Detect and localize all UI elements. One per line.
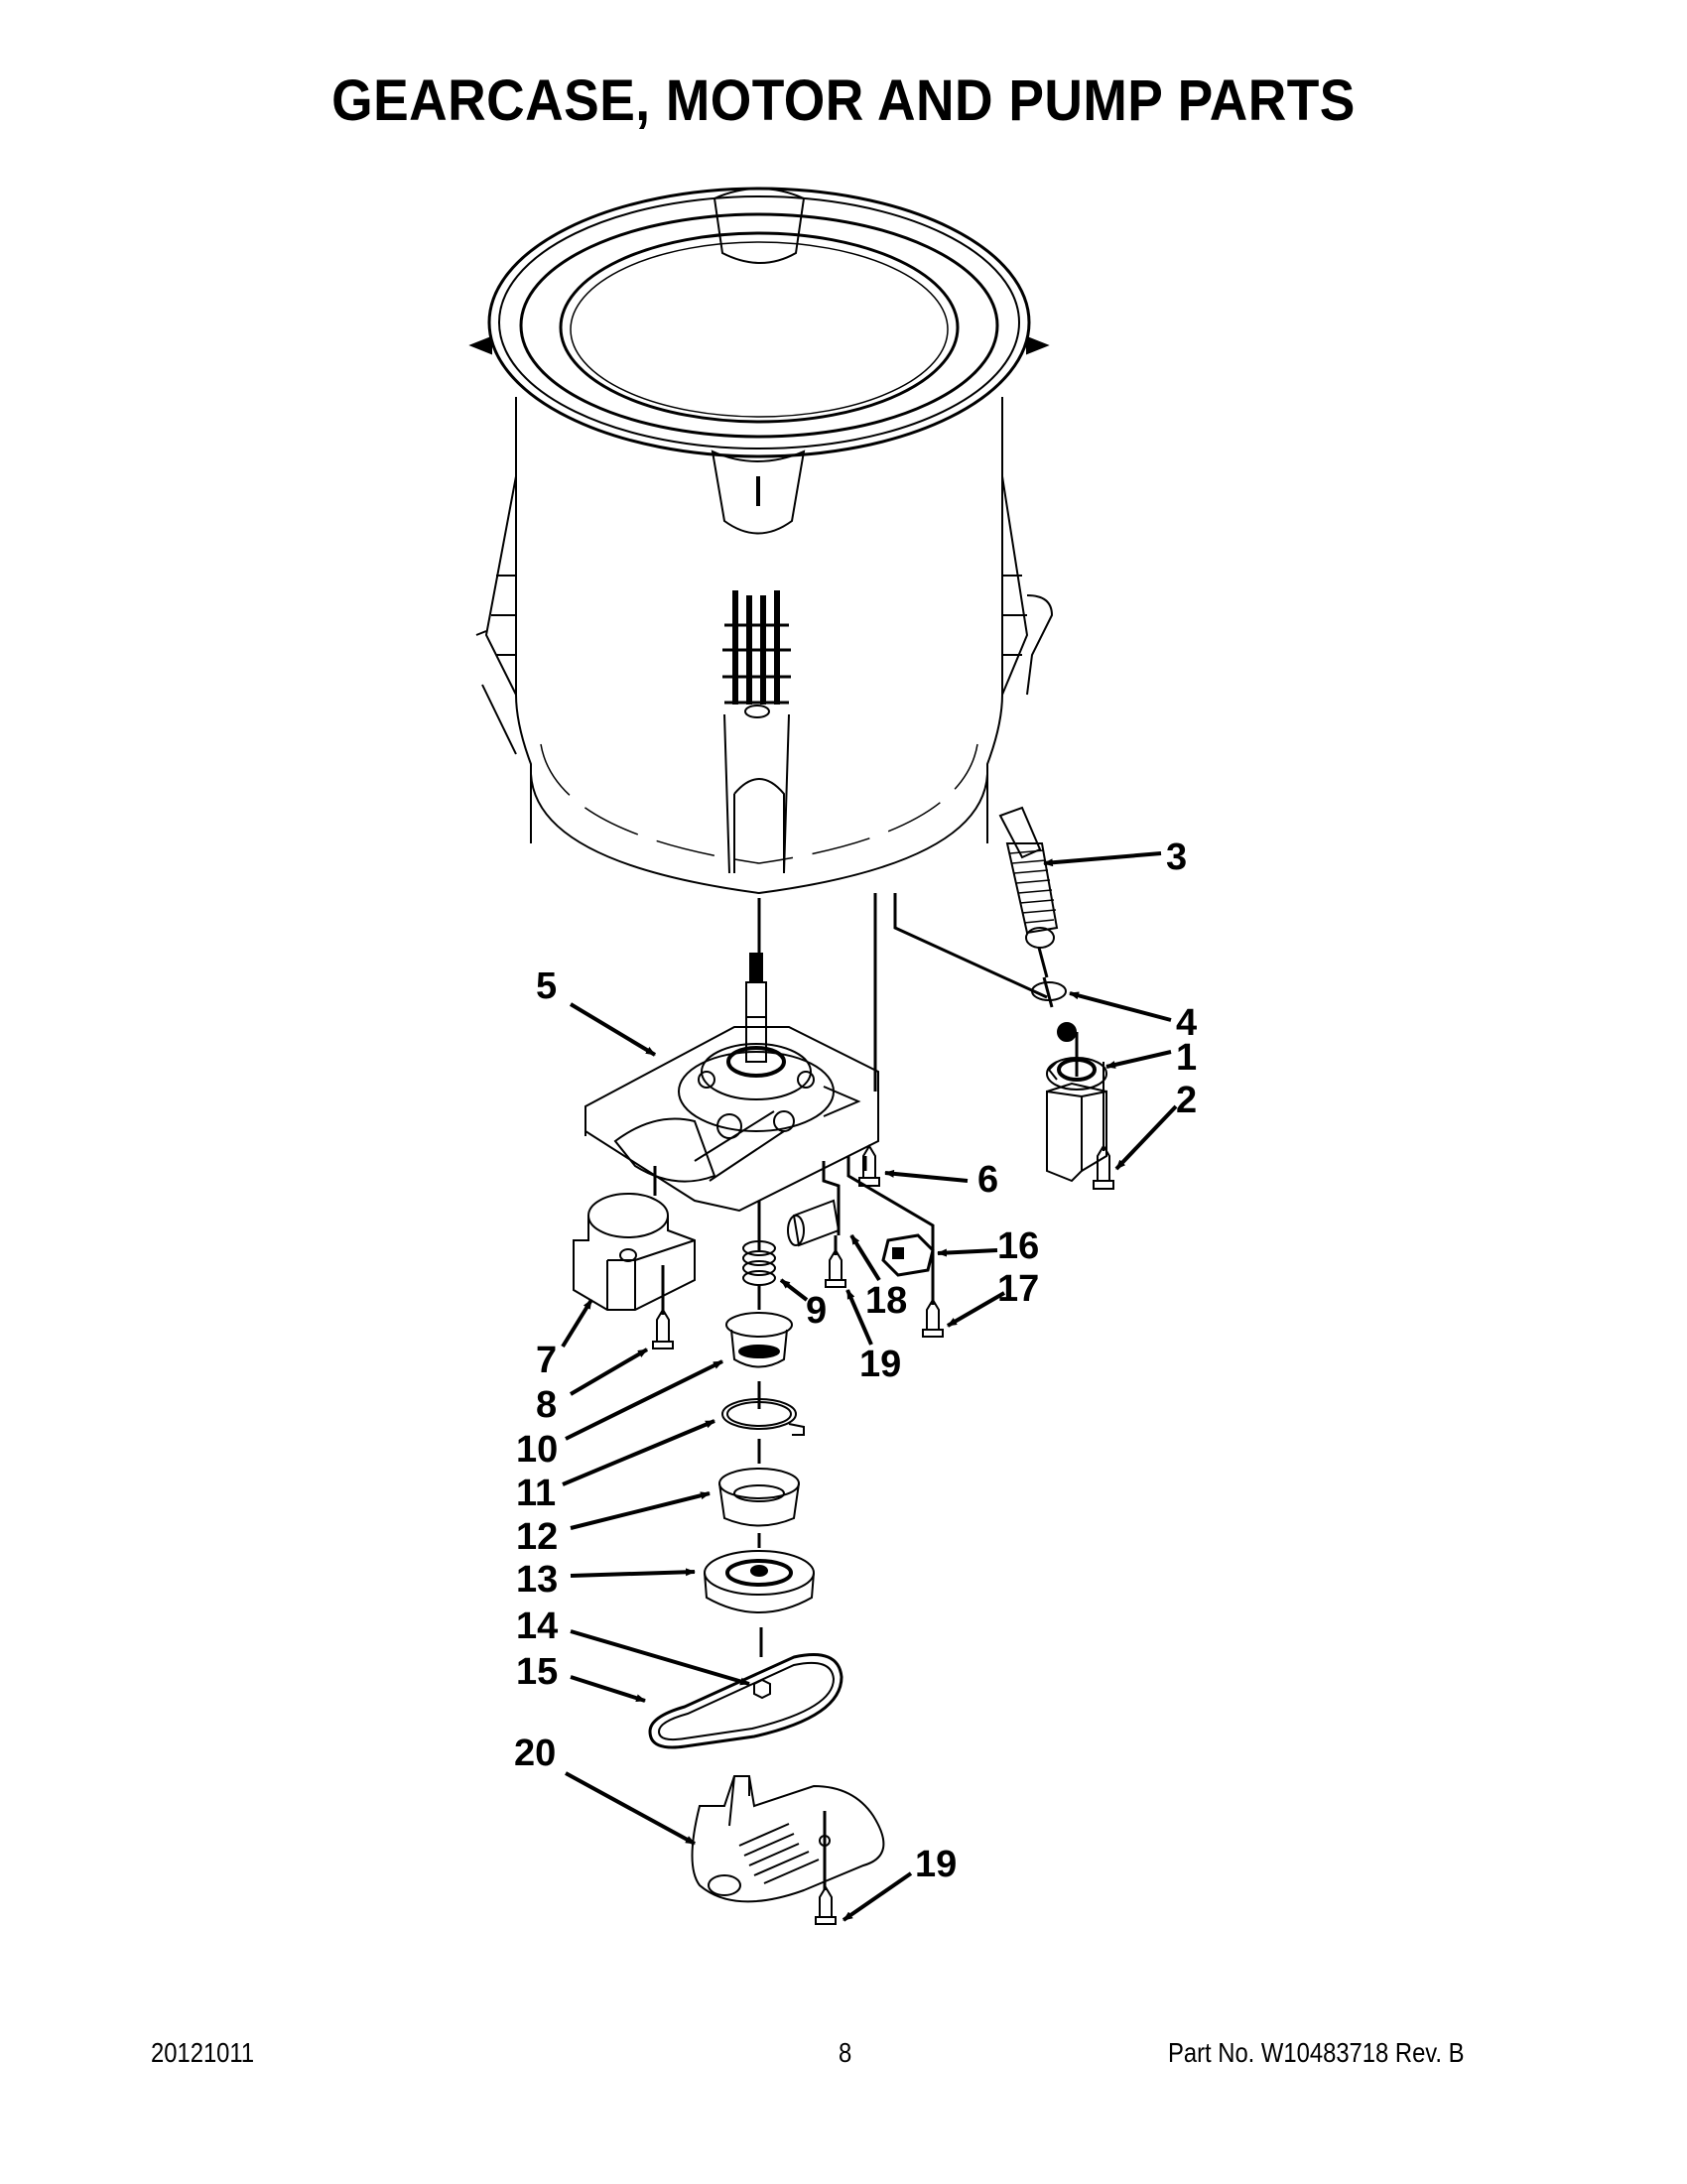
motor-shield (691, 1775, 885, 1903)
screw-17 (922, 1298, 944, 1338)
clamp-ring (721, 1398, 805, 1464)
drive-coupling (725, 1312, 793, 1409)
callout-20: 20 (514, 1733, 557, 1774)
callout-11: 11 (516, 1473, 557, 1514)
callout-10: 10 (516, 1429, 559, 1471)
lid-switch (881, 1233, 935, 1277)
hose-clamp (1031, 976, 1067, 1008)
drain-pump (1046, 1022, 1107, 1183)
callout-5: 5 (536, 965, 558, 1007)
callout-19-lower: 19 (915, 1844, 958, 1885)
callout-15: 15 (516, 1651, 559, 1693)
callout-7: 7 (536, 1340, 558, 1381)
callout-12: 12 (516, 1516, 559, 1558)
callout-1: 1 (1176, 1037, 1198, 1079)
callout-4: 4 (1176, 1002, 1198, 1044)
pump-screw (1093, 1062, 1114, 1190)
callout-6: 6 (977, 1159, 999, 1201)
footer-page-number: 8 (839, 2037, 852, 2068)
shield-screw (815, 1885, 837, 1925)
callout-9: 9 (806, 1290, 828, 1332)
footer-part-number: Part No. W10483718 Rev. B (1168, 2037, 1465, 2068)
callout-3: 3 (1166, 836, 1188, 878)
drive-motor (573, 1193, 696, 1311)
callout-arrows (561, 851, 1178, 1922)
callout-8: 8 (536, 1384, 558, 1426)
callout-19-upper: 19 (859, 1344, 902, 1385)
footer-date-code: 20121011 (151, 2037, 255, 2068)
callout-16: 16 (997, 1225, 1040, 1267)
drain-hose (998, 806, 1059, 978)
leader-lines (757, 893, 1048, 1092)
outer-tub-illustration (468, 187, 1054, 895)
callout-2: 2 (1176, 1080, 1198, 1121)
gearcase-screw (858, 1144, 880, 1187)
motor-screw (652, 1265, 674, 1349)
page-title: GEARCASE, MOTOR AND PUMP PARTS (331, 68, 1356, 133)
callout-18: 18 (865, 1280, 908, 1322)
capacitor (787, 1199, 841, 1247)
spring (742, 1240, 776, 1310)
drive-pulley (704, 1550, 815, 1657)
callout-13: 13 (516, 1559, 559, 1601)
callout-17: 17 (997, 1268, 1040, 1310)
gearcase-assembly (584, 953, 879, 1213)
drive-belt (648, 1653, 844, 1749)
callout-14: 14 (516, 1606, 559, 1647)
drive-bell (718, 1468, 800, 1548)
screw-19-upper (825, 1235, 846, 1288)
